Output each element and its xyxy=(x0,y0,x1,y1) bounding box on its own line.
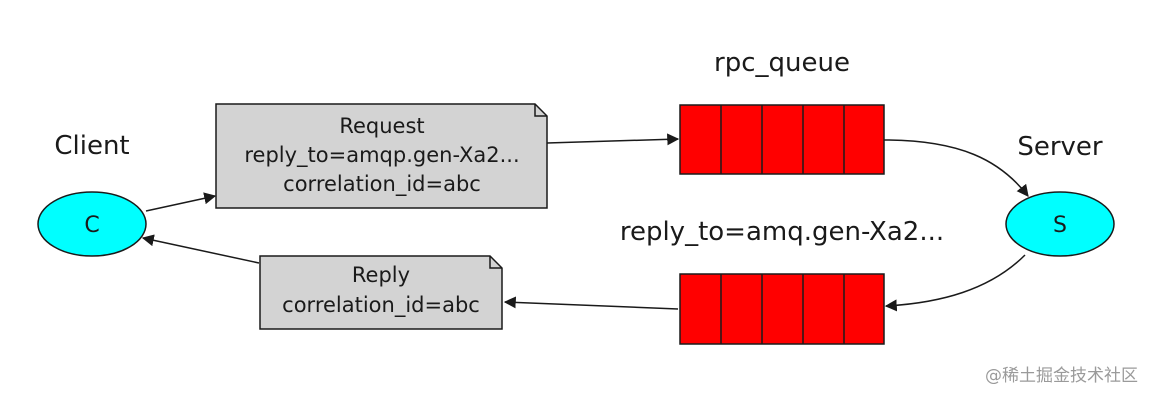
server-to-reply-queue-arrow xyxy=(884,254,1026,312)
request-message: Request reply_to=amqp.gen-Xa2... correla… xyxy=(215,103,548,209)
request-to-rpc-queue-arrow xyxy=(546,133,680,146)
reply-queue xyxy=(679,273,885,345)
request-reply-to: reply_to=amqp.gen-Xa2... xyxy=(244,143,519,168)
rpc-queue-to-server-arrow xyxy=(883,139,1029,197)
reply-to-client-arrow xyxy=(141,234,260,264)
client-node-letter: C xyxy=(84,213,99,238)
server-node-letter: S xyxy=(1053,213,1067,238)
reply-correlation-id: correlation_id=abc xyxy=(282,293,480,318)
rpc-queue-label: rpc_queue xyxy=(714,48,850,78)
reply-title: Reply xyxy=(352,263,410,287)
client-to-request-arrow xyxy=(145,192,217,212)
rpc-queue xyxy=(679,104,885,175)
watermark: @稀土掘金技术社区 xyxy=(985,366,1138,386)
reply-queue-to-reply-arrow xyxy=(503,296,679,310)
reply-queue-label: reply_to=amq.gen-Xa2... xyxy=(620,217,944,247)
server-node xyxy=(1005,191,1115,257)
request-title: Request xyxy=(339,114,424,138)
reply-message: Reply correlation_id=abc xyxy=(259,255,503,330)
server-label: Server xyxy=(1017,132,1103,162)
client-label: Client xyxy=(54,131,129,161)
request-correlation-id: correlation_id=abc xyxy=(283,172,481,197)
client-node xyxy=(37,191,147,257)
